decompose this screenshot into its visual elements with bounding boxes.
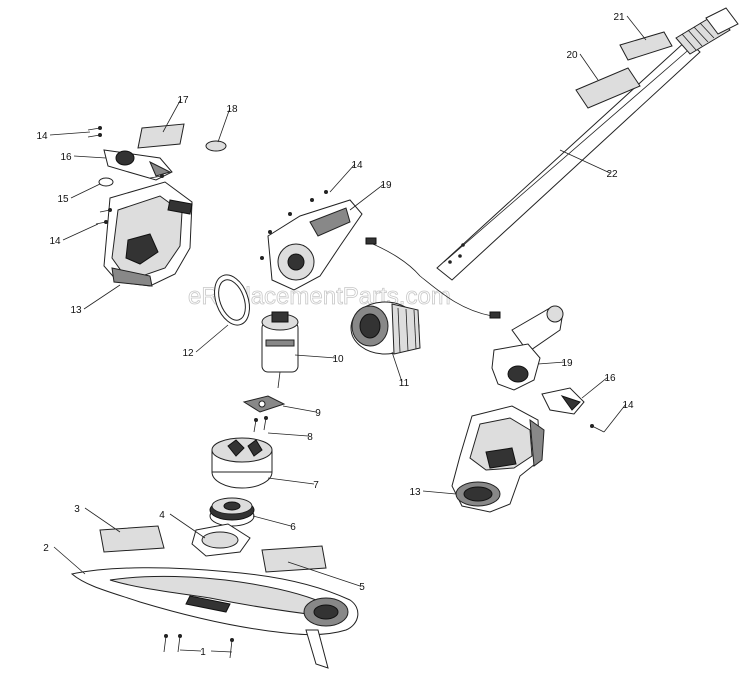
wire-harness — [367, 241, 493, 317]
ring-part — [214, 274, 250, 326]
callout-c14: 14 — [36, 131, 48, 142]
callout-c13: 13 — [70, 305, 82, 316]
motor-housing-13b — [451, 405, 545, 513]
leader-line-c8 — [267, 432, 309, 437]
leader-line-c7 — [267, 477, 315, 485]
handle-19b — [491, 343, 541, 391]
callout-c10: 10 — [332, 354, 344, 365]
leader-line-c22 — [559, 149, 611, 174]
leader-line-c13b — [422, 490, 457, 495]
callout-c19b: 19 — [561, 358, 573, 369]
hub-housing — [211, 437, 273, 489]
leader-line-c14c — [62, 223, 99, 241]
wire-connector-right — [489, 311, 501, 319]
leader-line-c12 — [195, 324, 229, 353]
callout-c21: 21 — [613, 12, 625, 23]
callout-c16: 16 — [60, 152, 72, 163]
leader-line-c4 — [169, 513, 206, 539]
screws-1 — [163, 634, 234, 659]
leader-line-c18 — [217, 107, 231, 143]
leader-line-c14 — [49, 131, 91, 136]
callout-c14b: 14 — [351, 160, 363, 171]
label-20-decal — [575, 67, 641, 109]
callout-c5: 5 — [359, 582, 365, 593]
callout-c14d: 14 — [622, 400, 634, 411]
leader-line-c1 — [179, 649, 202, 652]
leader-line-c21 — [626, 15, 647, 41]
callout-c15: 15 — [57, 194, 69, 205]
screws-8 — [253, 416, 268, 433]
spool-part — [209, 497, 255, 527]
leader-line-c3 — [84, 507, 121, 533]
leader-line-c5 — [287, 561, 361, 587]
callout-c1: 1 — [200, 647, 206, 658]
leader-line-c2 — [53, 546, 86, 575]
leader-line-c16 — [73, 155, 107, 159]
leader-line-c10 — [294, 354, 337, 359]
leader-line-c13 — [83, 284, 121, 310]
screws-middle — [260, 190, 328, 260]
label-3-decal — [99, 525, 165, 553]
trigger-16b — [541, 387, 585, 415]
callout-c12: 12 — [182, 348, 194, 359]
guard-part — [70, 567, 359, 669]
screw-14d — [590, 424, 605, 433]
leader-line-c17 — [162, 98, 182, 133]
motor-housing-half — [267, 199, 363, 291]
label-21-decal — [619, 31, 673, 61]
label-15-decal — [98, 177, 114, 187]
callout-c13b: 13 — [409, 487, 421, 498]
handle-housing-left — [103, 181, 193, 287]
wire-connector-left — [365, 237, 377, 245]
callout-c22: 22 — [606, 169, 618, 180]
label-17-decal — [137, 123, 185, 149]
leader-line-c11 — [391, 351, 403, 383]
leader-line-c20 — [579, 53, 599, 81]
leader-line-c19 — [349, 183, 385, 211]
drive-hub-part — [350, 301, 421, 355]
mounting-plate — [242, 395, 286, 413]
leader-line-c14b — [329, 163, 356, 193]
motor-part — [261, 311, 299, 389]
callout-c19: 19 — [380, 180, 392, 191]
label-5-decal — [261, 545, 327, 573]
label-18-decal — [205, 140, 227, 152]
callout-c17: 17 — [177, 95, 189, 106]
callout-c4: 4 — [159, 510, 165, 521]
callout-c20: 20 — [566, 50, 578, 61]
callout-c11: 11 — [399, 378, 410, 389]
leader-line-c16b — [581, 376, 609, 399]
shaft-tube — [436, 39, 701, 281]
callout-c18: 18 — [226, 104, 238, 115]
callout-c7: 7 — [313, 480, 319, 491]
callout-layer: 1234567891011121314151617181920212213141… — [36, 12, 647, 658]
callout-c16b: 16 — [604, 373, 616, 384]
leader-line-c6 — [252, 515, 292, 527]
screws-left — [87, 126, 164, 225]
leader-line-c15 — [70, 183, 101, 199]
callout-c9: 9 — [315, 408, 321, 419]
leader-line-c14d — [603, 403, 627, 433]
shaft-grip-end — [675, 7, 739, 55]
leader-line-c9 — [282, 405, 317, 413]
leader-line-c1-1 — [210, 650, 233, 653]
callout-c14c: 14 — [49, 236, 61, 247]
spool-cover — [191, 523, 251, 557]
leader-line-c19b — [537, 361, 566, 365]
callout-c8: 8 — [307, 432, 313, 443]
callout-c6: 6 — [290, 522, 296, 533]
shaft-cap-right — [511, 305, 564, 353]
callout-c2: 2 — [43, 543, 49, 554]
callout-c3: 3 — [74, 504, 80, 515]
